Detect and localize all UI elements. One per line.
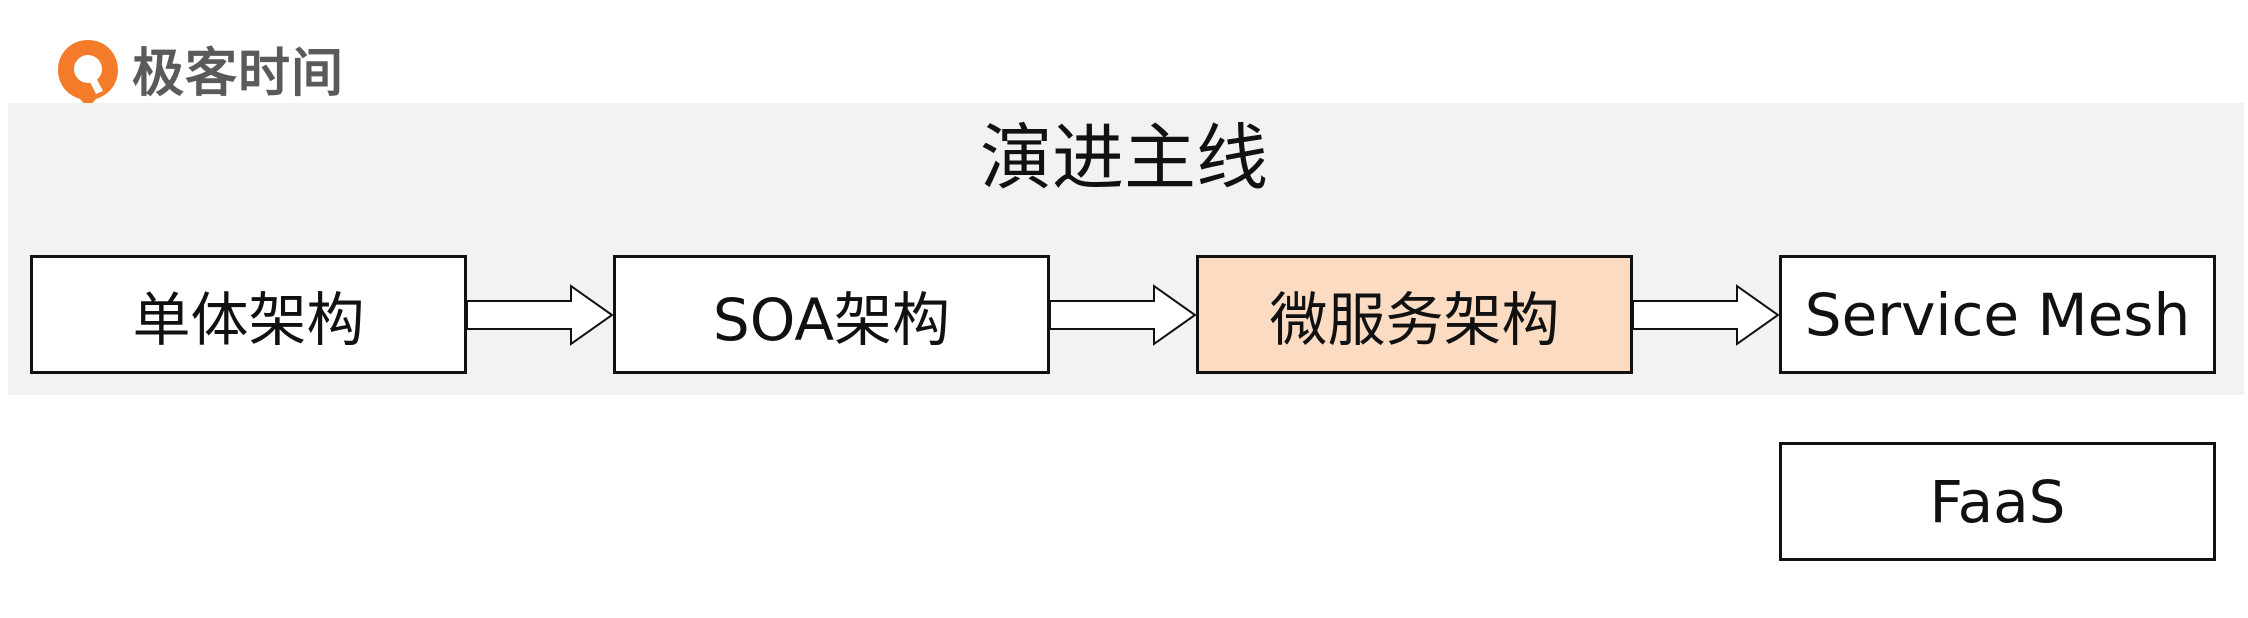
arrow-microservices-to-service-mesh — [1632, 284, 1780, 346]
stage-soa: SOA架构 — [613, 255, 1050, 374]
logo: 极客时间 — [56, 38, 344, 110]
diagram-title: 演进主线 — [979, 116, 1268, 200]
geektime-logo-icon — [58, 40, 118, 108]
arrow-monolith-to-soa — [466, 284, 614, 346]
stage-monolith: 单体架构 — [30, 255, 467, 374]
stage-service-mesh: Service Mesh — [1779, 255, 2216, 374]
arrow-soa-to-microservices — [1049, 284, 1197, 346]
stage-faas: FaaS — [1779, 442, 2216, 561]
logo-text: 极客时间 — [132, 44, 345, 104]
stage-microservices: 微服务架构 — [1196, 255, 1633, 374]
